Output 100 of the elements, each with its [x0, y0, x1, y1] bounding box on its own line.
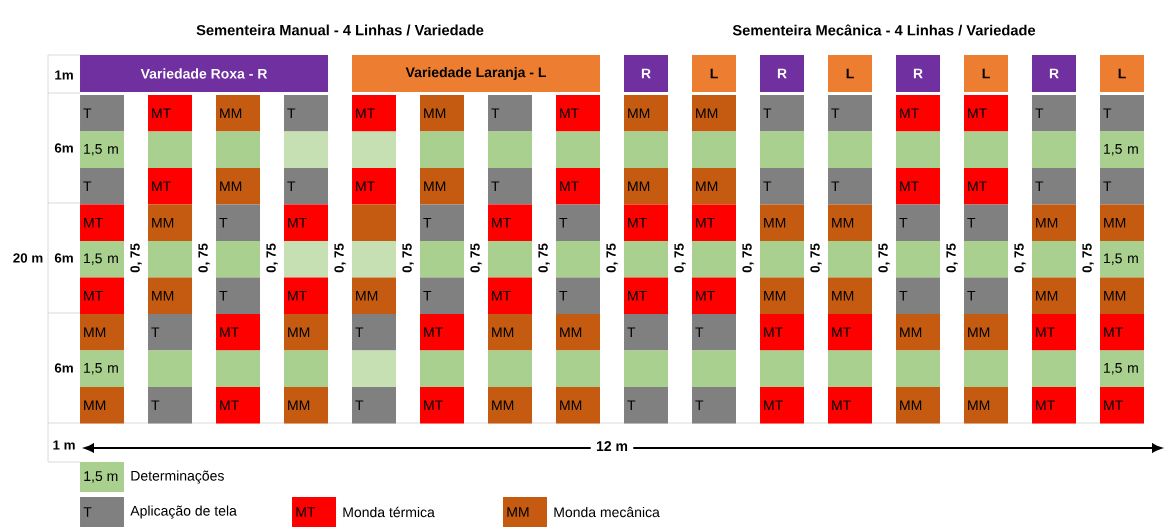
plot-cell [1032, 350, 1076, 388]
plot-cell: T [80, 94, 124, 132]
plot-cell: T [1100, 167, 1144, 205]
plot-cell: MM [896, 313, 940, 351]
plot-cell: MT [488, 277, 532, 315]
spacing-label: 0, 75 [878, 243, 890, 273]
legend-label: Determinações [131, 470, 224, 484]
plot-cell: MM [1100, 204, 1144, 242]
plot-cell [420, 350, 464, 388]
plot-cell: T [488, 167, 532, 205]
plot-cell: MM [488, 313, 532, 351]
plot-cell [760, 240, 804, 278]
plot-cell: T [556, 277, 600, 315]
plot-cell: T [760, 167, 804, 205]
variety-header: Variedade Roxa - R [80, 55, 328, 92]
plot-cell [692, 131, 736, 169]
plot-cell: T [148, 386, 192, 424]
plot-cell: MM [1032, 204, 1076, 242]
plot-cell: MM [352, 277, 396, 315]
plot-cell: MM [420, 94, 464, 132]
section-title: Sementeira Manual - 4 Linhas / Variedade [196, 24, 484, 36]
plot-cell: MM [1100, 277, 1144, 315]
plot-cell: MM [284, 386, 328, 424]
plot-cell: T [284, 167, 328, 205]
plot-cell: MT [216, 386, 260, 424]
spacing-label: 0, 75 [742, 243, 754, 273]
plot-cell: MT [420, 313, 464, 351]
plot-cell: T [760, 94, 804, 132]
section-title: Sementeira Mecânica - 4 Linhas / Variedade [732, 24, 1036, 36]
plot-cell: T [624, 386, 668, 424]
plot-cell: MM [760, 277, 804, 315]
dimension-label: 1m [55, 70, 73, 80]
plot-cell: T [896, 204, 940, 242]
plot-cell: T [896, 277, 940, 315]
dimension-label: 6m [54, 363, 73, 373]
plot-cell [692, 240, 736, 278]
spacing-label: 0, 75 [810, 243, 822, 273]
plot-cell: MM [896, 386, 940, 424]
dimension-label: 20 m [13, 253, 43, 263]
plot-cell: 1,5 m [80, 131, 124, 169]
plot-cell: T [828, 167, 872, 205]
plot-cell: T [352, 313, 396, 351]
variety-header: L [692, 55, 736, 92]
plot-cell: MT [828, 313, 872, 351]
spacing-label: 0, 75 [538, 243, 550, 273]
plot-cell: MM [148, 204, 192, 242]
plot-cell: MT [284, 277, 328, 315]
plot-cell: MM [624, 167, 668, 205]
plot-cell [624, 240, 668, 278]
plot-cell: MT [896, 94, 940, 132]
variety-header: R [624, 55, 668, 92]
plot-cell: T [488, 94, 532, 132]
plot-cell [284, 350, 328, 388]
plot-cell [352, 350, 396, 388]
plot-cell [352, 131, 396, 169]
spacing-label: 0, 75 [402, 243, 414, 273]
swatch-code: MT [296, 507, 316, 517]
spacing-label: 0, 75 [1082, 243, 1094, 273]
plot-cell [896, 350, 940, 388]
spacing-label: 0, 75 [470, 243, 482, 273]
plot-cell: MM [828, 204, 872, 242]
plot-cell: T [1032, 167, 1076, 205]
plot-cell: MM [80, 313, 124, 351]
variety-header: R [760, 55, 804, 92]
plot-cell [624, 131, 668, 169]
plot-cell [556, 240, 600, 278]
plot-cell [896, 240, 940, 278]
variety-header: Variedade Laranja - L [352, 55, 600, 92]
plot-cell [148, 240, 192, 278]
plot-cell: T [692, 313, 736, 351]
plot-cell: MT [80, 277, 124, 315]
spacing-label: 0, 75 [334, 243, 346, 273]
plot-cell: MM [216, 94, 260, 132]
plot-cell [284, 131, 328, 169]
plot-cell [964, 240, 1008, 278]
plot-cell: T [420, 277, 464, 315]
plot-cell: MT [488, 204, 532, 242]
swatch-code: T [83, 507, 92, 517]
plot-cell: MM [556, 313, 600, 351]
plot-cell: MT [1032, 313, 1076, 351]
plot-cell [488, 350, 532, 388]
plot-cell: MT [896, 167, 940, 205]
plot-cell: MM [964, 313, 1008, 351]
plot-cell: T [420, 204, 464, 242]
legend-label: Monda mecânica [554, 506, 660, 518]
dimension-label: 12 m [590, 439, 634, 453]
plot-cell: MT [692, 204, 736, 242]
variety-header: L [964, 55, 1008, 92]
plot-cell: 1,5 m [1100, 240, 1144, 278]
plot-cell [896, 131, 940, 169]
plot-cell: T [216, 204, 260, 242]
plot-cell: MT [556, 167, 600, 205]
spacing-label: 0, 75 [674, 243, 686, 273]
plot-cell: T [624, 313, 668, 351]
plot-cell [352, 204, 396, 242]
plot-cell: MT [828, 386, 872, 424]
plot-cell [556, 131, 600, 169]
plot-cell [828, 350, 872, 388]
plot-cell: T [216, 277, 260, 315]
plot-cell: MT [624, 277, 668, 315]
